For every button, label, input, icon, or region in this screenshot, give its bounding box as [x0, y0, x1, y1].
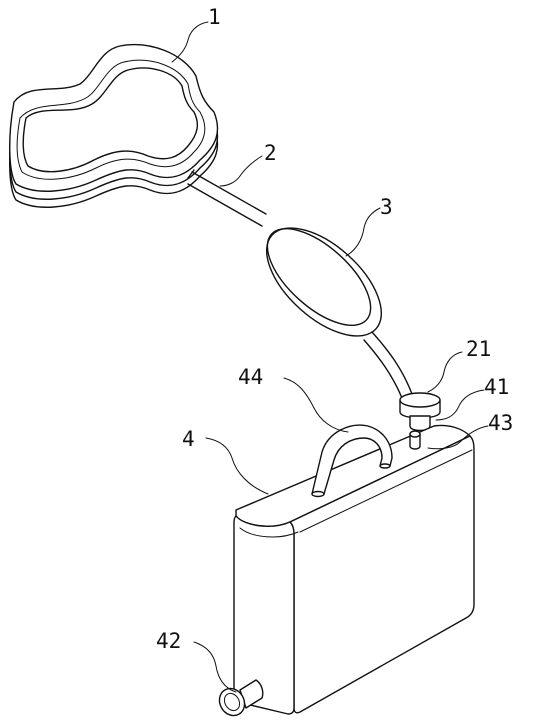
label-44: 44: [238, 365, 263, 389]
connector-21: [399, 392, 441, 419]
mask-cup: [9, 44, 219, 208]
label-3: 3: [380, 195, 393, 219]
label-4: 4: [182, 427, 195, 451]
container-box-4: [233, 424, 475, 715]
connecting-tube-2: [187, 169, 267, 227]
label-1: 1: [208, 5, 221, 29]
bulb-3: [265, 227, 383, 337]
callout-labels: 1 2 3 21 41 43 44 4 42: [156, 5, 513, 653]
vent-nub-43: [409, 430, 421, 450]
connecting-tube-lower: [363, 331, 413, 399]
label-41: 41: [484, 375, 509, 399]
handle-44: [311, 424, 393, 498]
label-42: 42: [156, 629, 181, 653]
label-2: 2: [264, 141, 277, 165]
label-21: 21: [466, 337, 491, 361]
drain-valve-42: [218, 679, 264, 717]
inlet-nozzle-41: [409, 415, 431, 432]
leader-lines: [171, 21, 489, 693]
label-43: 43: [488, 411, 513, 435]
